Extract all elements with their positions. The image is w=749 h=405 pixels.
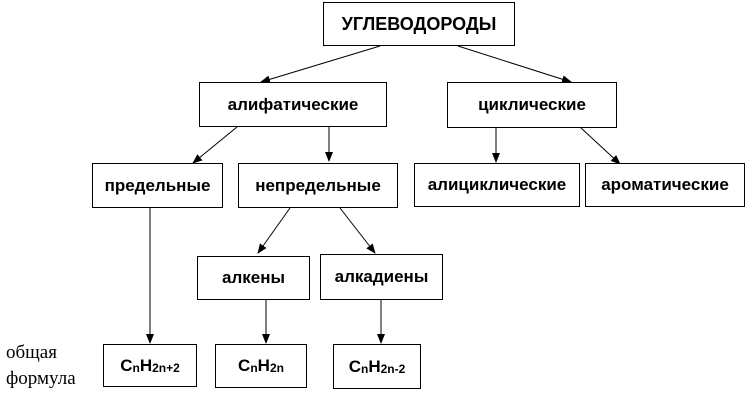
formula-alkenes-c-sub: n — [250, 361, 258, 375]
arrow-root-to-cyclic — [457, 45, 572, 84]
formula-alkenes-h-sub: 2n — [269, 361, 284, 375]
formula-alkenes-h: H — [257, 356, 270, 375]
formula-alkadienes-c: C — [348, 356, 361, 376]
formula-alkadienes-h: H — [368, 356, 381, 376]
arrow-aliphatic-to-saturated — [192, 126, 238, 164]
formula-alkenes-c: C — [238, 356, 251, 375]
general-formula-label-line2: формула — [6, 368, 76, 389]
node-saturated: предельные — [92, 163, 223, 208]
general-formula-label-line1: общая — [6, 342, 57, 363]
node-alkenes: алкены — [197, 256, 310, 300]
formula-alkanes-h: H — [139, 355, 153, 375]
formula-alkadienes-c-sub: n — [360, 361, 369, 376]
arrow-cyclic-to-aromatic — [580, 127, 621, 165]
formula-alkanes-c-sub: n — [132, 360, 140, 375]
node-aliphatic: алифатические — [199, 82, 387, 127]
formula-alkanes-c: C — [120, 355, 133, 375]
arrow-root-to-aliphatic — [260, 45, 381, 84]
arrow-unsaturated-to-alkenes — [257, 207, 291, 254]
general-formula-label: общая формула — [6, 340, 76, 392]
formula-alkanes-h-sub: 2n+2 — [152, 360, 180, 375]
node-aromatic: ароматические — [585, 163, 745, 207]
node-hydrocarbons: УГЛЕВОДОРОДЫ — [323, 2, 515, 46]
formula-alkadienes-h-sub: 2n-2 — [380, 361, 406, 376]
node-unsaturated: непредельные — [238, 163, 398, 208]
node-alkadienes: алкадиены — [320, 254, 443, 300]
node-alicyclic: алициклические — [414, 163, 580, 207]
arrow-unsaturated-to-alkadienes — [339, 207, 376, 254]
node-cyclic: циклические — [447, 82, 617, 128]
